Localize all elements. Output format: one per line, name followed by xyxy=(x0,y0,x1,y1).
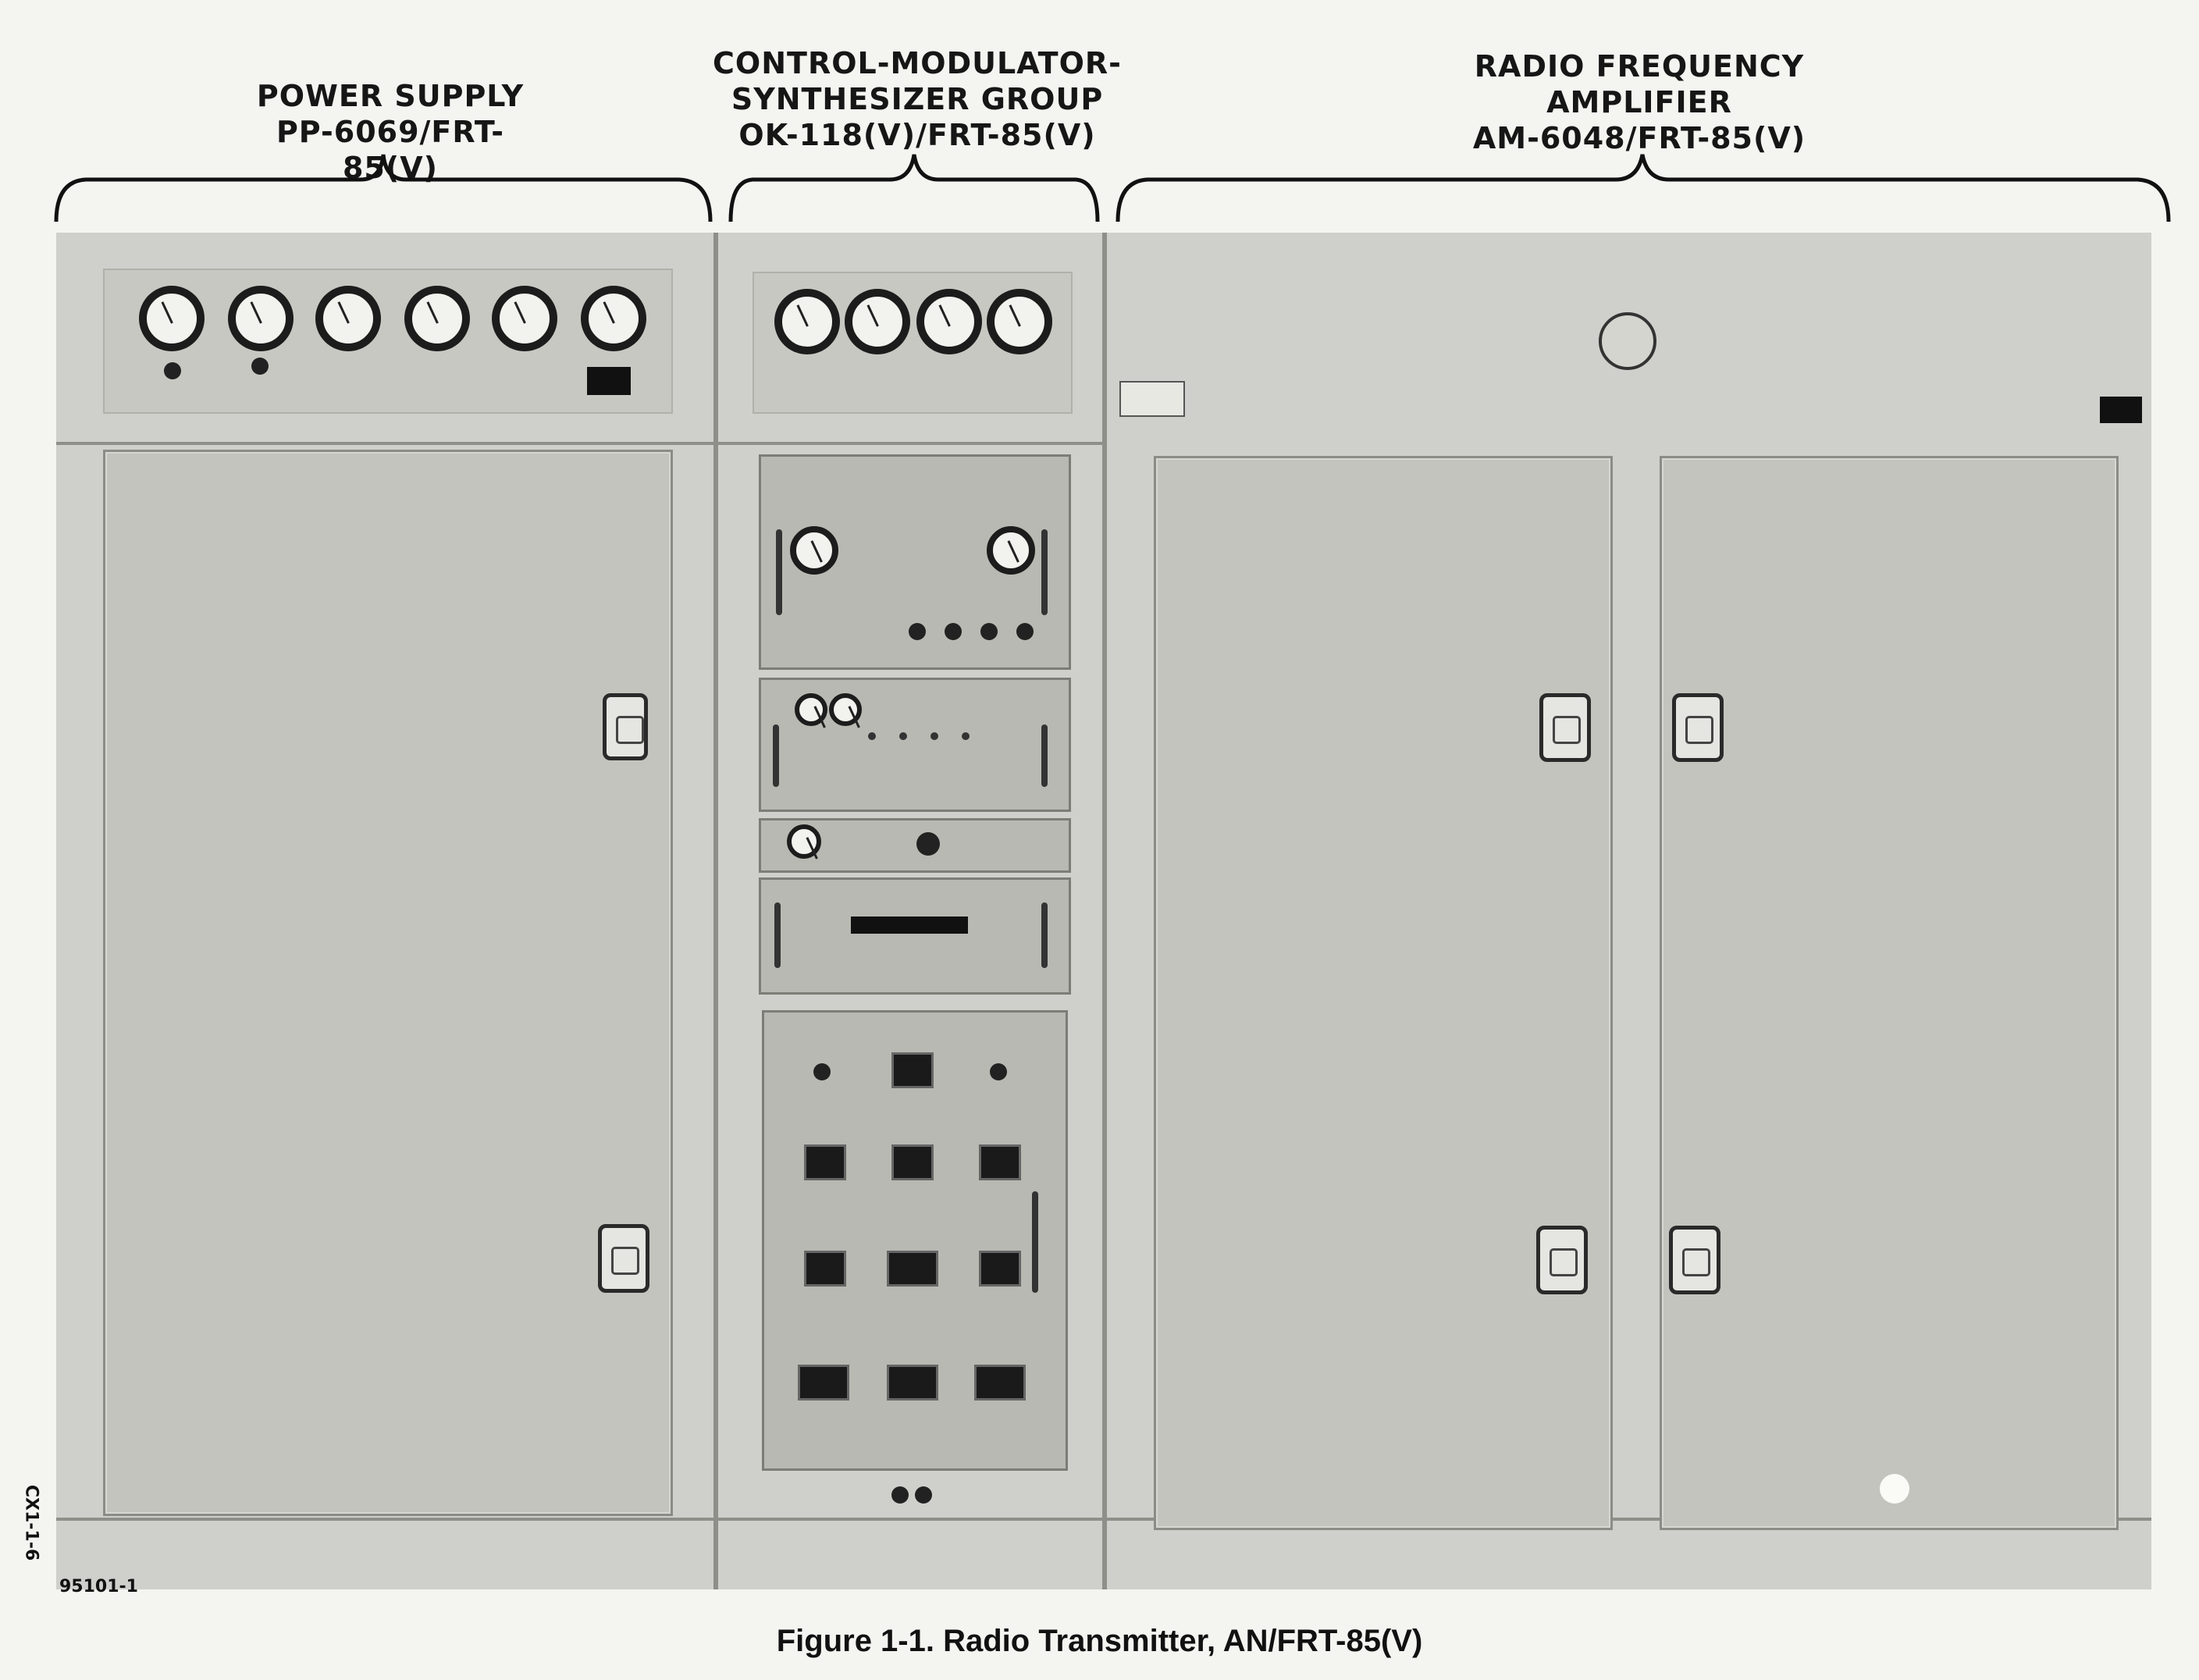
control-group-label: CONTROL-MODULATOR- SYNTHESIZER GROUP OK-… xyxy=(687,45,1148,153)
power-supply-label: POWER SUPPLY PP-6069/FRT-85(V) xyxy=(234,78,546,186)
manufacturer-logo xyxy=(1599,312,1656,370)
door-handle-icon[interactable] xyxy=(1539,693,1591,762)
breaker-switch[interactable] xyxy=(979,1144,1021,1180)
rf-amplifier-brace xyxy=(1116,154,2171,222)
meter-icon xyxy=(404,286,470,351)
modulator-rack-panel xyxy=(759,678,1071,812)
meter-icon xyxy=(315,286,381,351)
breaker-switch[interactable] xyxy=(887,1251,938,1287)
control-group-brace xyxy=(728,154,1100,222)
nameplate xyxy=(1119,381,1185,417)
photo-id: 95101-1 xyxy=(59,1577,138,1596)
rf-amplifier-model: AM-6048/FRT-85(V) xyxy=(1472,121,1806,155)
door-handle-icon[interactable] xyxy=(1672,693,1724,762)
rf-amplifier-label: RADIO FREQUENCY AMPLIFIER AM-6048/FRT-85… xyxy=(1405,48,1873,156)
indicator-lamp-icon xyxy=(899,732,907,740)
transmitter-cabinet xyxy=(56,233,2151,1589)
panel-handle-icon xyxy=(1032,1191,1038,1293)
breaker-switch[interactable] xyxy=(798,1365,849,1401)
control-knob-icon[interactable] xyxy=(915,1486,932,1504)
indicator-window xyxy=(587,367,631,395)
side-code: CX1-1-6 xyxy=(21,1484,41,1561)
rf-amplifier-door-right[interactable] xyxy=(1660,456,2119,1530)
meter-icon xyxy=(845,289,910,354)
frequency-display-panel xyxy=(759,877,1071,995)
control-knob-icon[interactable] xyxy=(945,623,962,640)
rf-amplifier-door-left[interactable] xyxy=(1154,456,1613,1530)
meter-icon xyxy=(139,286,205,351)
control-group-title-1: CONTROL-MODULATOR- xyxy=(713,46,1122,80)
frequency-display xyxy=(851,917,968,934)
selector-knob-icon xyxy=(164,362,181,379)
power-supply-title: POWER SUPPLY xyxy=(256,79,525,113)
control-knob-icon[interactable] xyxy=(909,623,926,640)
meter-icon xyxy=(581,286,646,351)
control-knob-icon[interactable] xyxy=(916,832,940,856)
light-reflection xyxy=(1880,1474,1909,1504)
indicator-lamp-icon xyxy=(930,732,938,740)
door-handle-icon[interactable] xyxy=(603,693,648,760)
breaker-switch[interactable] xyxy=(974,1365,1026,1401)
control-knob-icon[interactable] xyxy=(1016,623,1034,640)
indicator-lamp-icon xyxy=(962,732,970,740)
meter-icon xyxy=(987,526,1035,575)
cabinet-base xyxy=(56,1518,2151,1521)
breaker-switch[interactable] xyxy=(979,1251,1021,1287)
door-handle-icon[interactable] xyxy=(1536,1226,1588,1294)
meter-icon xyxy=(795,693,827,726)
cabinet-divider-2 xyxy=(1102,233,1107,1589)
breaker-switch[interactable] xyxy=(891,1052,934,1088)
meter-icon xyxy=(790,526,838,575)
rack-handle-icon xyxy=(1041,724,1048,787)
meter-icon xyxy=(774,289,840,354)
meter-icon xyxy=(829,693,862,726)
meter-icon xyxy=(916,289,982,354)
meter-icon xyxy=(987,289,1052,354)
control-knob-icon[interactable] xyxy=(891,1486,909,1504)
meter-icon xyxy=(228,286,294,351)
selector-knob-icon xyxy=(251,358,269,375)
power-supply-door[interactable] xyxy=(103,450,673,1516)
control-knob-icon[interactable] xyxy=(980,623,998,640)
indicator-lamp-icon xyxy=(813,1063,831,1080)
rack-handle-icon xyxy=(776,529,782,615)
rack-handle-icon xyxy=(774,902,781,968)
rack-handle-icon xyxy=(1041,529,1048,615)
power-supply-meter-panel xyxy=(103,269,673,414)
indicator-window xyxy=(2100,397,2142,423)
rack-handle-icon xyxy=(773,724,779,787)
rf-amplifier-title-1: RADIO FREQUENCY xyxy=(1474,49,1805,84)
cabinet-divider-1 xyxy=(713,233,718,1589)
indicator-lamp-icon xyxy=(990,1063,1007,1080)
control-group-title-2: SYNTHESIZER GROUP xyxy=(731,82,1104,116)
breaker-switch[interactable] xyxy=(804,1144,846,1180)
door-handle-icon[interactable] xyxy=(598,1224,649,1293)
rack-handle-icon xyxy=(1041,902,1048,968)
power-supply-model: PP-6069/FRT-85(V) xyxy=(276,115,505,185)
cabinet-top-shelf xyxy=(56,442,1102,445)
power-supply-brace xyxy=(54,154,713,222)
figure-caption: Figure 1-1. Radio Transmitter, AN/FRT-85… xyxy=(776,1624,1423,1658)
indicator-lamp-icon xyxy=(868,732,876,740)
meter-icon xyxy=(492,286,557,351)
control-group-model: OK-118(V)/FRT-85(V) xyxy=(738,118,1096,152)
breaker-switch[interactable] xyxy=(887,1365,938,1401)
breaker-switch[interactable] xyxy=(804,1251,846,1287)
rf-amplifier-title-2: AMPLIFIER xyxy=(1546,85,1732,119)
breaker-switch[interactable] xyxy=(891,1144,934,1180)
meter-icon xyxy=(787,824,821,859)
door-handle-icon[interactable] xyxy=(1669,1226,1720,1294)
